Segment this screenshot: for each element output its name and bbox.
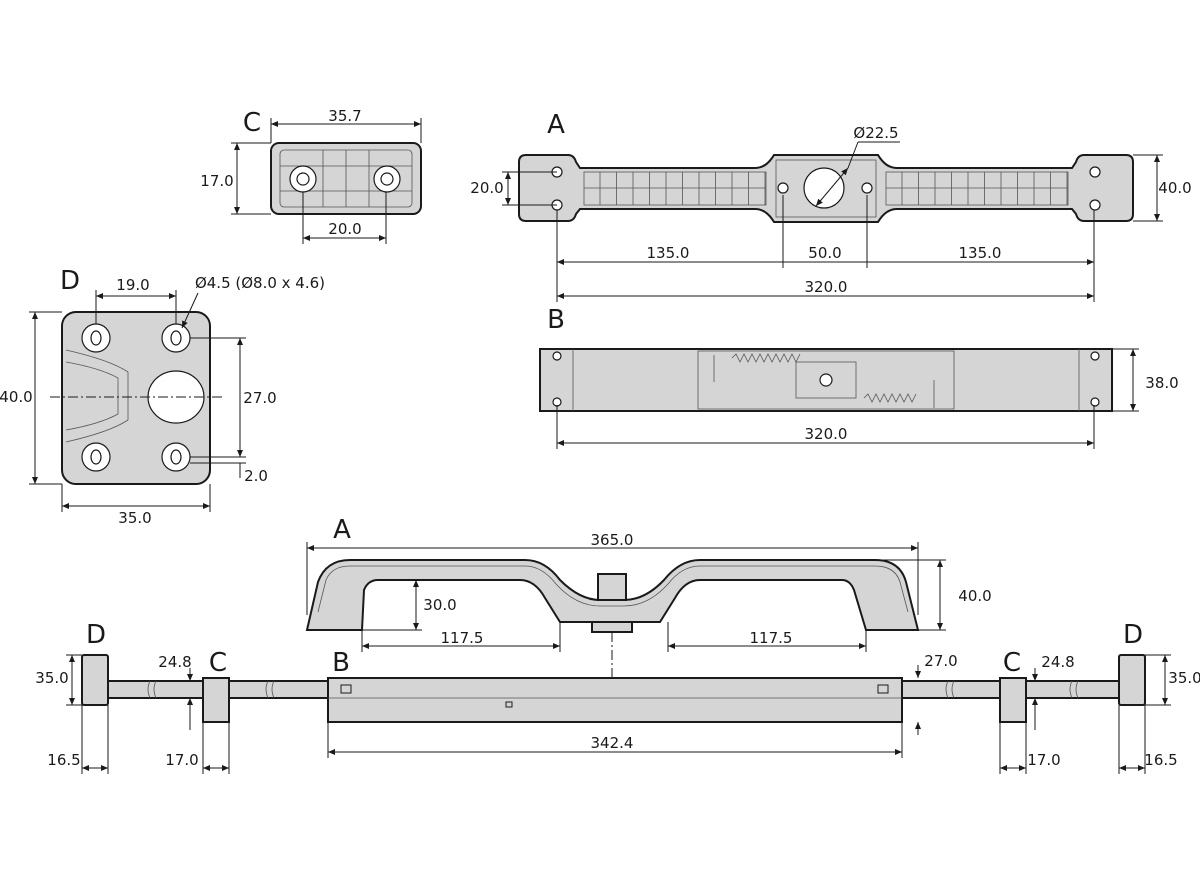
- dim-d-spacing: 19.0: [116, 276, 149, 294]
- dim-c-width: 35.7: [328, 107, 361, 125]
- dim-a-seg-mid: 50.0: [808, 244, 841, 262]
- dim-a-hole-diameter: Ø22.5: [853, 124, 898, 142]
- dim-a-right: 117.5: [750, 629, 793, 647]
- dim-b-assembly-height: 27.0: [924, 652, 957, 670]
- part-c-top-view: [231, 118, 422, 244]
- dim-d-left-width: 16.5: [47, 751, 80, 769]
- dim-a-seg-left: 135.0: [647, 244, 690, 262]
- dim-b-length: 342.4: [591, 734, 634, 752]
- dim-a-assembly-height: 40.0: [958, 587, 991, 605]
- dim-c-left-height: 24.8: [158, 653, 191, 671]
- dim-d-hole: Ø4.5 (Ø8.0 x 4.6): [195, 274, 325, 292]
- dim-d-left-height: 35.0: [35, 669, 68, 687]
- dim-c-right-width: 17.0: [1027, 751, 1060, 769]
- dim-a-depth: 30.0: [423, 596, 456, 614]
- label-d-top: D: [60, 266, 80, 296]
- label-d-left: D: [86, 620, 106, 650]
- part-b-top-view: [539, 348, 1139, 449]
- dim-d-height: 40.0: [0, 388, 33, 406]
- dim-a-total: 320.0: [805, 278, 848, 296]
- part-d-top-view: [29, 290, 246, 512]
- dim-d-offset: 2.0: [244, 467, 268, 485]
- dim-d-right-width: 16.5: [1144, 751, 1177, 769]
- dim-d-width: 35.0: [118, 509, 151, 527]
- label-a-bottom: A: [333, 515, 351, 545]
- dim-b-total: 320.0: [805, 425, 848, 443]
- label-c-top: C: [243, 108, 261, 138]
- label-d-right: D: [1123, 620, 1143, 650]
- label-b-bottom: B: [332, 648, 350, 678]
- dim-c-right-height: 24.8: [1041, 653, 1074, 671]
- dim-a-left-height: 20.0: [470, 179, 503, 197]
- dim-d-right-height: 35.0: [1168, 669, 1200, 687]
- dim-c-height: 17.0: [200, 172, 233, 190]
- part-a-top-view: [502, 141, 1163, 302]
- dim-c-hole-spacing: 20.0: [328, 220, 361, 238]
- dim-c-left-width: 17.0: [165, 751, 198, 769]
- dim-a-width: 365.0: [591, 531, 634, 549]
- dim-a-left: 117.5: [441, 629, 484, 647]
- label-b-top: B: [547, 305, 565, 335]
- dim-d-inner: 27.0: [243, 389, 276, 407]
- dim-a-height: 40.0: [1158, 179, 1191, 197]
- label-c-right: C: [1003, 648, 1021, 678]
- label-c-left: C: [209, 648, 227, 678]
- dim-a-seg-right: 135.0: [959, 244, 1002, 262]
- dim-b-height: 38.0: [1145, 374, 1178, 392]
- assembly-rod-row: [66, 654, 1171, 774]
- assembly-handle-a: [305, 542, 946, 680]
- label-a-top: A: [547, 110, 565, 140]
